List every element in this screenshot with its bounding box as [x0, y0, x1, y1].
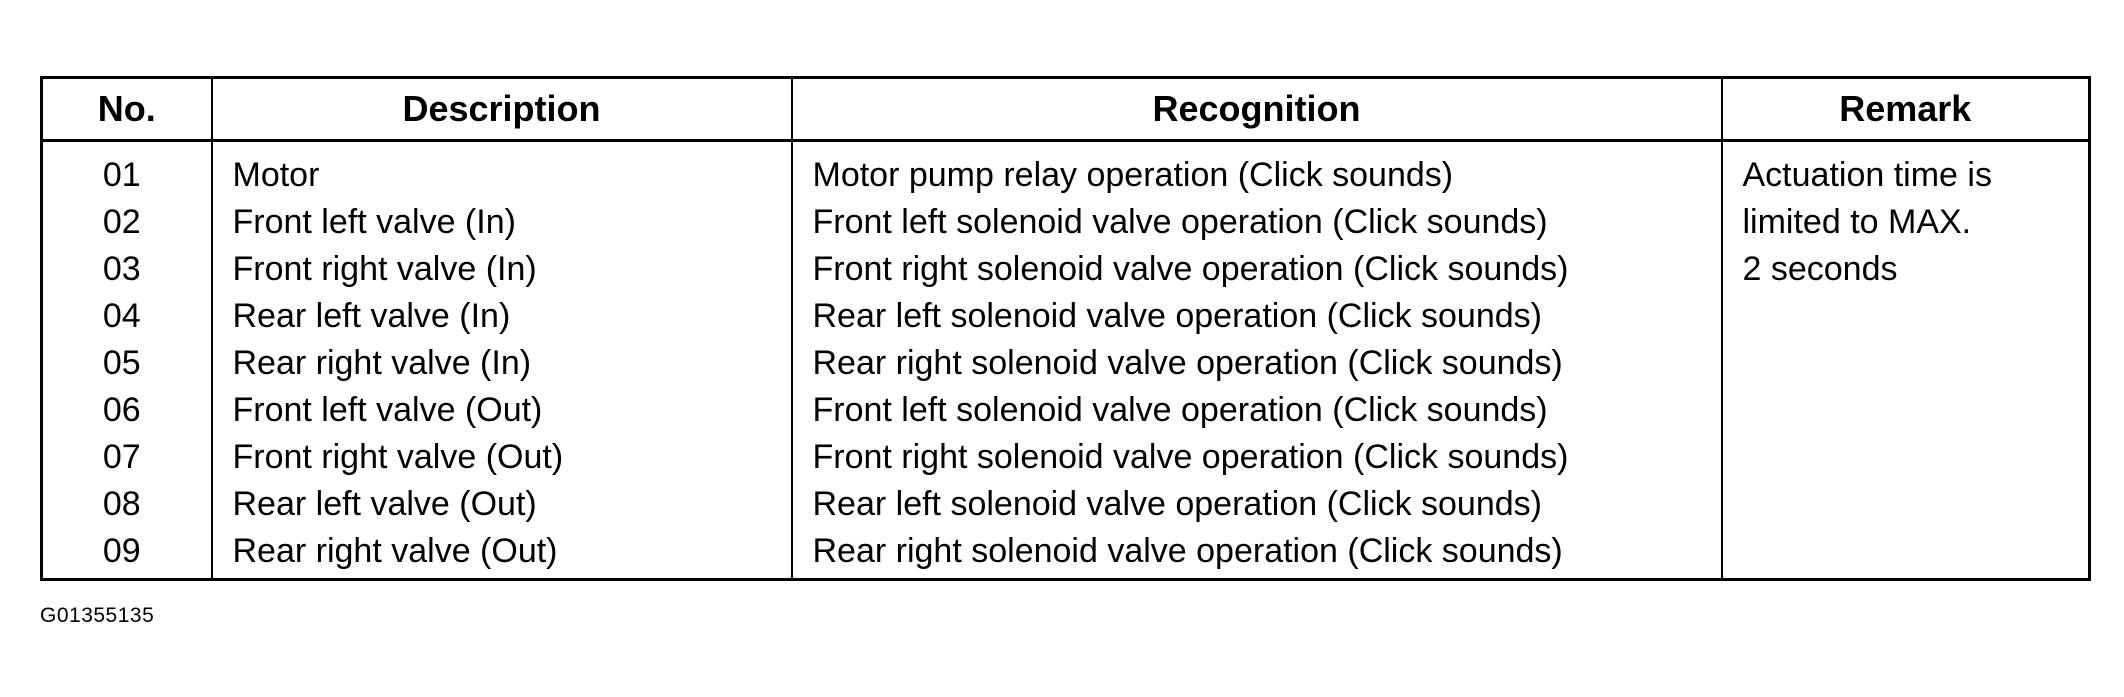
row-description: Front left valve (Out) — [232, 391, 543, 429]
row-number: 01 — [102, 156, 141, 194]
header-description: Description — [210, 77, 793, 142]
row-recognition: Front right solenoid valve operation (Cl… — [812, 250, 1569, 288]
row-description: Front right valve (Out) — [232, 438, 564, 476]
row-description: Motor — [232, 156, 320, 194]
row-recognition: Rear right solenoid valve operation (Cli… — [812, 532, 1563, 570]
recognition-column-cell: Motor pump relay operation (Click sounds… — [790, 140, 1723, 580]
row-number: 03 — [102, 250, 141, 288]
actuation-test-table: No. Description Recognition Remark 01 02… — [40, 76, 2091, 581]
row-description: Front left valve (In) — [232, 203, 516, 241]
table-body-row: 01 02 03 04 05 06 07 08 09 Motor Front l… — [40, 140, 2091, 580]
header-no: No. — [40, 77, 213, 142]
row-description: Rear left valve (Out) — [232, 485, 537, 523]
row-number: 09 — [102, 532, 141, 570]
row-description: Rear right valve (In) — [232, 344, 532, 382]
row-recognition: Front left solenoid valve operation (Cli… — [812, 203, 1548, 241]
header-recognition: Recognition — [790, 77, 1723, 142]
figure-id: G01355135 — [40, 604, 155, 627]
row-number: 05 — [102, 344, 141, 382]
row-recognition: Rear left solenoid valve operation (Clic… — [812, 297, 1542, 335]
remark-column-cell: Actuation time is limited to MAX. 2 seco… — [1720, 140, 2091, 580]
row-description: Front right valve (In) — [232, 250, 537, 288]
row-recognition: Rear right solenoid valve operation (Cli… — [812, 344, 1563, 382]
row-recognition: Front left solenoid valve operation (Cli… — [812, 391, 1548, 429]
row-description: Rear left valve (In) — [232, 297, 511, 335]
no-column-cell: 01 02 03 04 05 06 07 08 09 — [40, 140, 213, 580]
remark-line: 2 seconds — [1742, 250, 1898, 288]
description-column-cell: Motor Front left valve (In) Front right … — [210, 140, 793, 580]
header-remark: Remark — [1720, 77, 2091, 142]
row-number: 08 — [102, 485, 141, 523]
row-recognition: Rear left solenoid valve operation (Clic… — [812, 485, 1542, 523]
row-recognition: Front right solenoid valve operation (Cl… — [812, 438, 1569, 476]
row-number: 02 — [102, 203, 141, 241]
row-description: Rear right valve (Out) — [232, 532, 558, 570]
remark-line: Actuation time is — [1742, 156, 1992, 194]
row-recognition: Motor pump relay operation (Click sounds… — [812, 156, 1454, 194]
row-number: 06 — [102, 391, 141, 429]
row-number: 04 — [102, 297, 141, 335]
table-header-row: No. Description Recognition Remark — [40, 77, 2091, 142]
row-number: 07 — [102, 438, 141, 476]
remark-line: limited to MAX. — [1742, 203, 1972, 241]
